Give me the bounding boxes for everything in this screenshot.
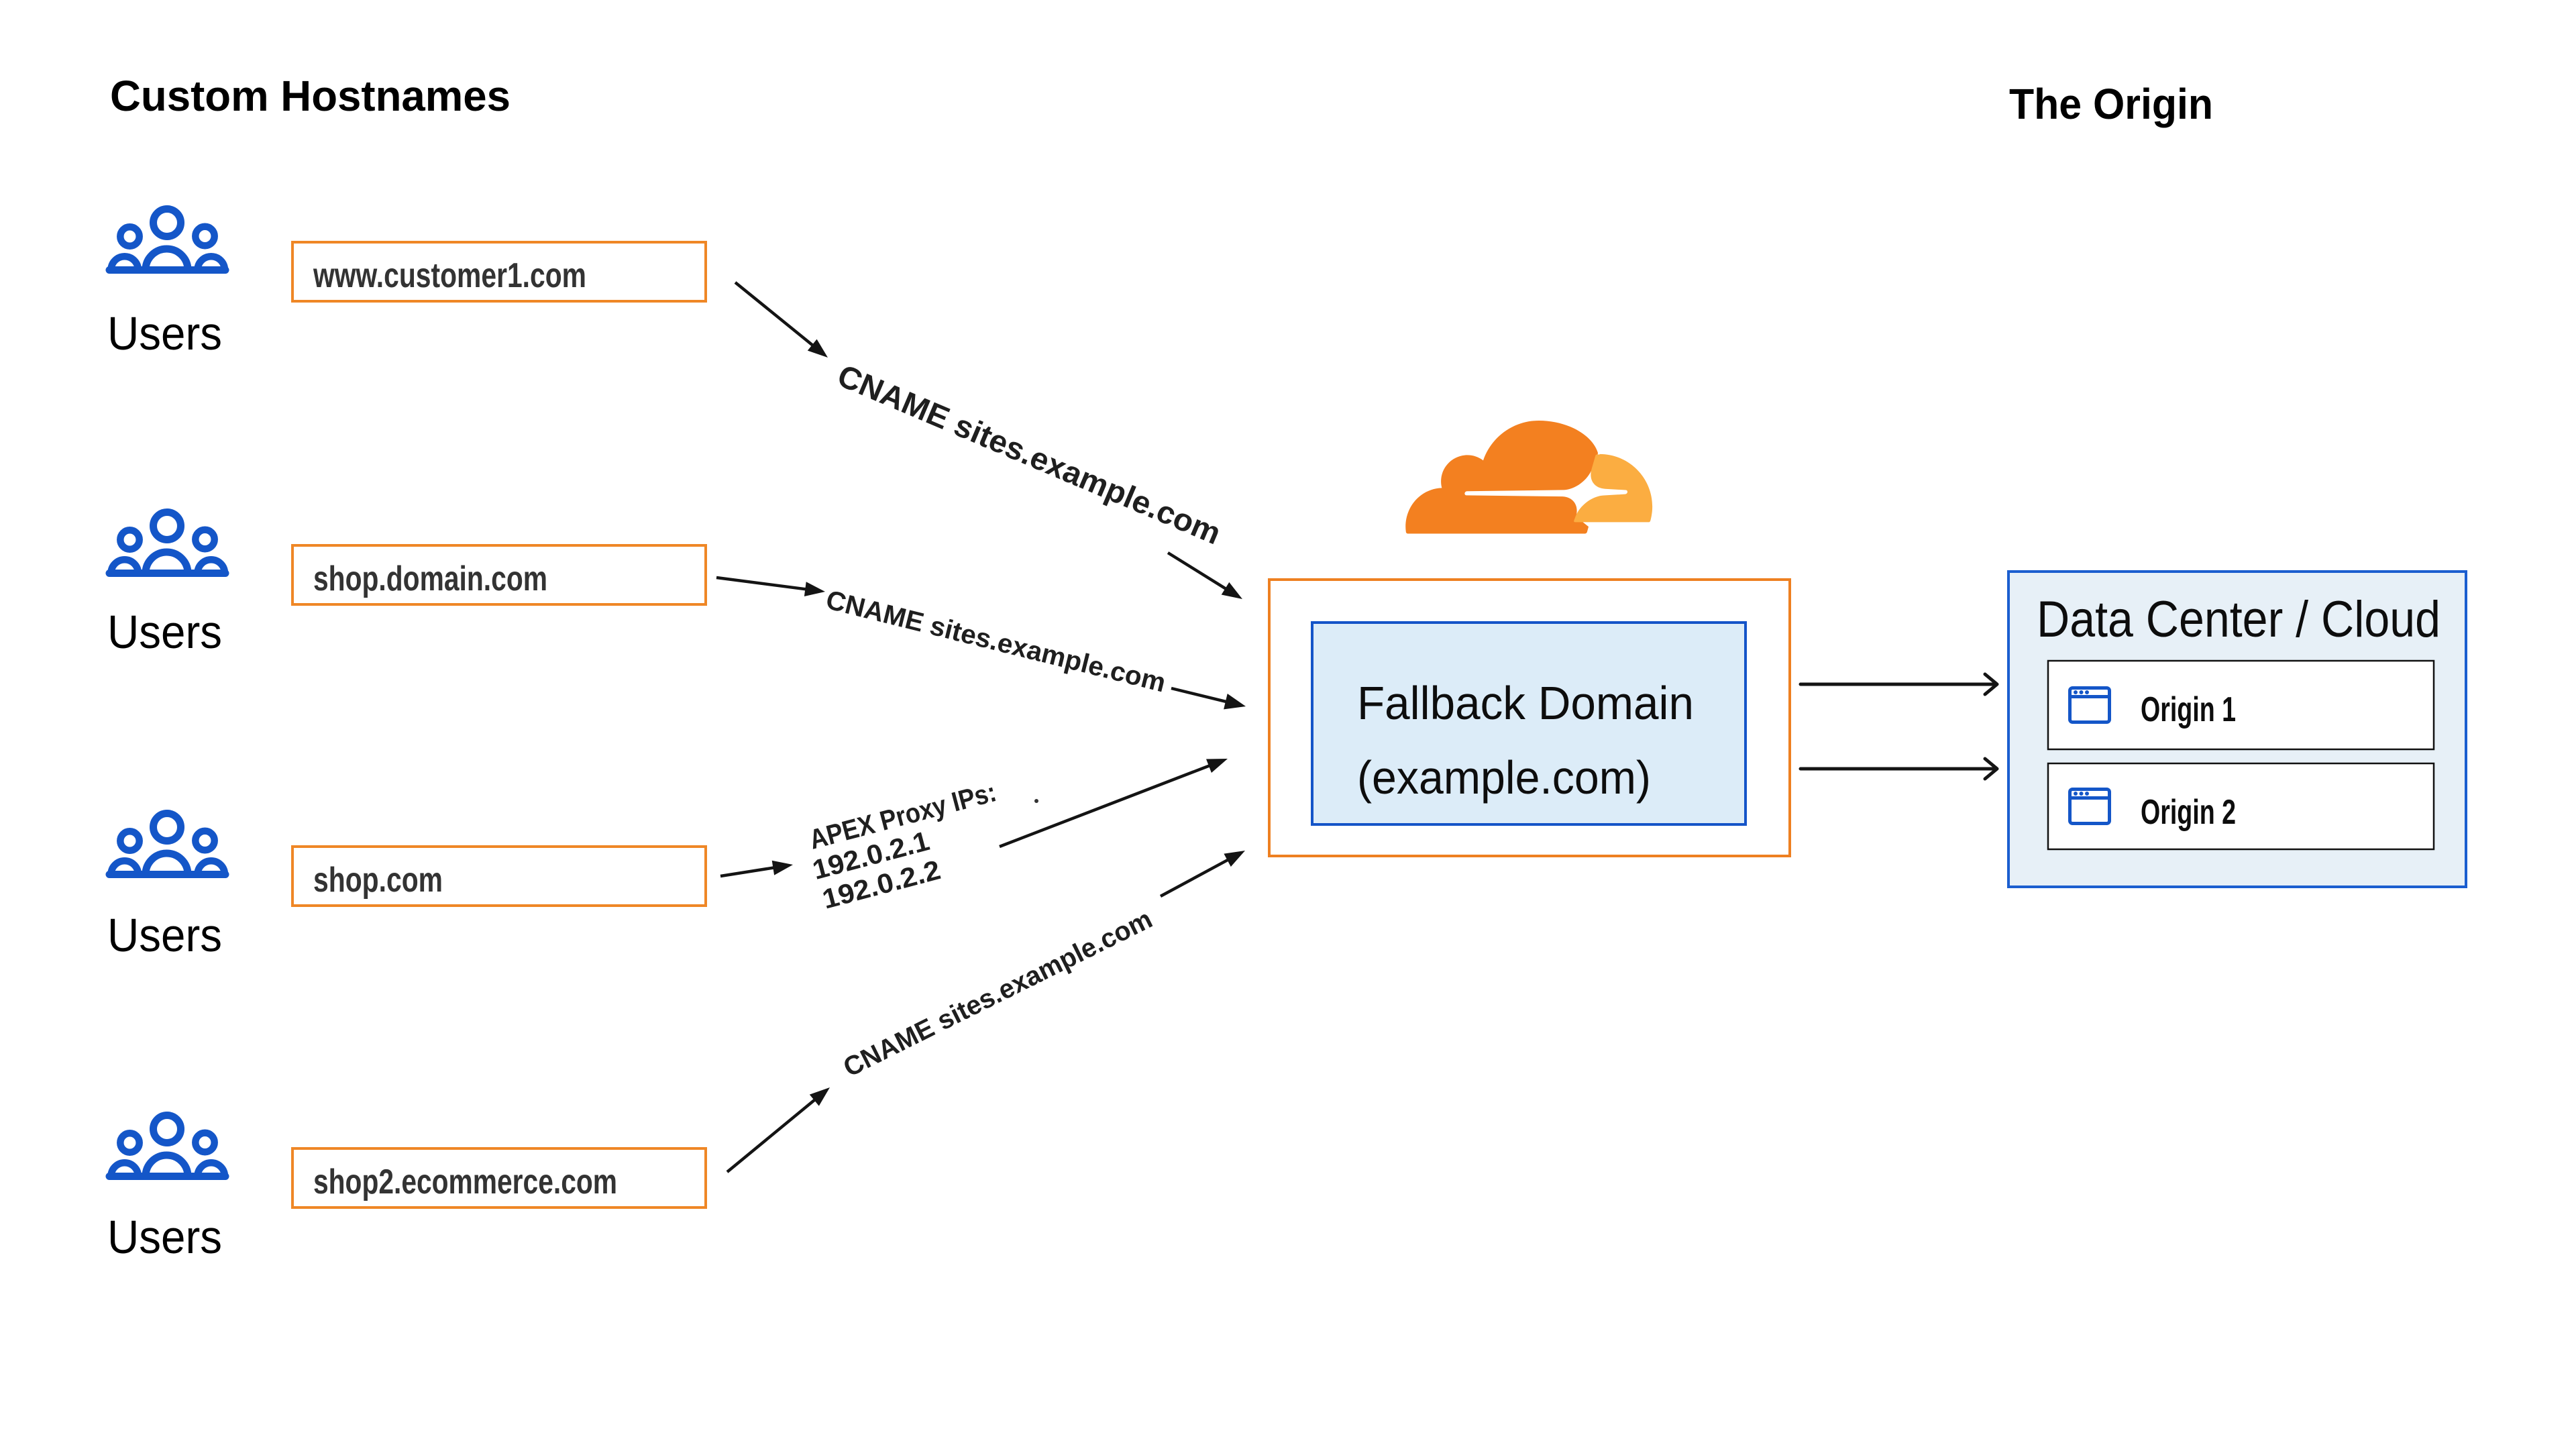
svg-text:Custom Hostnames: Custom Hostnames — [110, 72, 511, 120]
svg-text:Users: Users — [107, 606, 222, 658]
svg-text:Fallback Domain: Fallback Domain — [1357, 677, 1694, 729]
svg-text:(example.com): (example.com) — [1357, 751, 1651, 804]
svg-text:Users: Users — [107, 307, 222, 360]
svg-text:The Origin: The Origin — [2009, 80, 2213, 128]
svg-text:www.customer1.com: www.customer1.com — [313, 256, 586, 295]
svg-text:Data Center / Cloud: Data Center / Cloud — [2037, 591, 2440, 648]
svg-text:shop.domain.com: shop.domain.com — [313, 559, 547, 598]
svg-text:Origin 2: Origin 2 — [2141, 793, 2236, 832]
svg-text:shop.com: shop.com — [313, 861, 443, 900]
svg-text:shop2.ecommerce.com: shop2.ecommerce.com — [313, 1163, 617, 1201]
svg-text:Origin 1: Origin 1 — [2141, 690, 2236, 729]
svg-text:Users: Users — [107, 1211, 222, 1263]
svg-text:Users: Users — [107, 909, 222, 961]
